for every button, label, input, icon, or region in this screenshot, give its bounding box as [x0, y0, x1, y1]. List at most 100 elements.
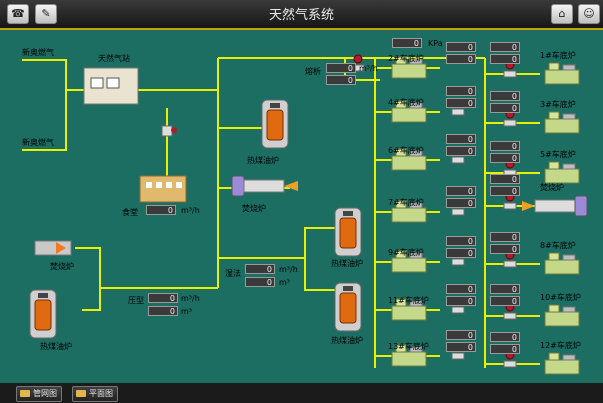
user-icon[interactable]: ☺	[578, 4, 600, 24]
title-bar: ☎ ✎ 天然气系统 ⌂ ☺	[0, 0, 603, 30]
flow-unit: m³/h	[181, 294, 200, 303]
furnace-value: 0	[446, 186, 476, 196]
meter-top-label: 熔析	[305, 67, 321, 76]
car-furnace-icon	[391, 200, 427, 223]
car-furnace-icon	[391, 298, 427, 321]
boiler-2	[334, 282, 362, 332]
incinerator-middle	[231, 175, 298, 197]
furnace-label: 2#车底炉	[388, 54, 424, 63]
plan-view-button[interactable]: 平面图	[72, 386, 118, 402]
furnace-label: 8#车底炉	[540, 241, 576, 250]
furnace-value: 0	[490, 42, 520, 52]
furnace-value: 0	[490, 54, 520, 64]
furnace-label: 7#车底炉	[388, 198, 424, 207]
furnace-value: 0	[490, 232, 520, 242]
furnace-value: 0	[446, 284, 476, 294]
boiler-mid-label: 热煤油炉	[331, 259, 363, 268]
volume-unit: m³	[279, 278, 290, 287]
pipe-network-label: 管网图	[33, 389, 57, 398]
wet-volume-value: 0	[245, 277, 275, 287]
gas-station-building	[83, 67, 139, 105]
pipe-press	[75, 247, 218, 289]
furnace-label: 11#车底炉	[388, 296, 429, 305]
phone-icon[interactable]: ☎	[7, 4, 29, 24]
furnace-label: 焚烧炉	[540, 183, 564, 192]
car-furnace-icon	[544, 111, 580, 134]
furnace-label: 10#车底炉	[540, 293, 581, 302]
furnace-label: 9#车底炉	[388, 248, 424, 257]
station-label: 天然气站	[98, 54, 130, 63]
flow-unit: m³/h	[279, 265, 298, 274]
furnace-value: 0	[490, 174, 520, 184]
home-icon[interactable]: ⌂	[551, 4, 573, 24]
furnace-label: 1#车底炉	[540, 51, 576, 60]
pipe-network-button[interactable]: 管网图	[16, 386, 62, 402]
incinerator-right	[522, 195, 588, 217]
boiler-3	[29, 289, 57, 339]
canteen-building	[139, 175, 187, 203]
furnace-value: 0	[490, 284, 520, 294]
flow-unit: m³/h	[359, 64, 378, 73]
furnace-value: 0	[490, 91, 520, 101]
furnace-value: 0	[446, 134, 476, 144]
folder-icon	[76, 390, 86, 397]
page-title: 天然气系统	[268, 8, 334, 23]
furnace-label: 6#车底炉	[388, 146, 424, 155]
furnace-value: 0	[446, 236, 476, 246]
pipe-network-diagram	[22, 54, 588, 375]
press-flow-value: 0	[148, 293, 178, 303]
car-furnace-icon	[544, 252, 580, 275]
pipe-inlet-1	[22, 59, 84, 91]
furnace-value: 0	[446, 146, 476, 156]
furnace-value: 0	[490, 103, 520, 113]
car-furnace-icon	[391, 250, 427, 273]
furnace-label: 3#车底炉	[540, 100, 576, 109]
furnace-value: 0	[446, 42, 476, 52]
furnace-value: 0	[446, 248, 476, 258]
station-valve[interactable]	[161, 125, 177, 137]
press-volume-value: 0	[148, 306, 178, 316]
furnace-value: 0	[446, 342, 476, 352]
furnace-value: 0	[446, 198, 476, 208]
furnace-value: 0	[490, 186, 520, 196]
edit-icon[interactable]: ✎	[35, 4, 57, 24]
furnace-value: 0	[446, 330, 476, 340]
furnace-value: 0	[446, 54, 476, 64]
gas-inlet-label: 新奥燃气	[22, 138, 54, 147]
wet-label: 湿法	[225, 269, 241, 278]
furnace-value: 0	[490, 153, 520, 163]
pressure-value: 0	[392, 38, 422, 48]
car-furnace-icon	[544, 304, 580, 327]
furnace-value: 0	[446, 296, 476, 306]
pipe-wet-down	[304, 258, 335, 291]
incinerator-left-label: 焚烧炉	[50, 262, 74, 271]
furnace-value: 0	[446, 98, 476, 108]
pressure-unit: KPa	[428, 39, 443, 48]
boilers	[29, 99, 362, 339]
furnace-label: 12#车底炉	[540, 341, 581, 350]
furnace-value: 0	[490, 296, 520, 306]
incinerator-mid-label: 焚烧炉	[242, 204, 266, 213]
furnace-label: 4#车底炉	[388, 98, 424, 107]
meter-top-volume: 0	[326, 75, 356, 85]
incinerator-left	[34, 240, 72, 256]
car-furnace-icon	[391, 100, 427, 123]
flow-meter	[351, 54, 365, 72]
canteen-label: 食堂	[122, 208, 138, 217]
car-furnace-icon	[391, 344, 427, 367]
boiler-bottom-label: 热煤油炉	[331, 336, 363, 345]
furnace-value: 0	[490, 244, 520, 254]
pipe-boiler-left	[82, 288, 101, 311]
press-label: 压型	[128, 296, 144, 305]
gas-inlet-label: 新奥燃气	[22, 48, 54, 57]
pipe-inlet-2	[22, 90, 67, 151]
boiler-1	[334, 207, 362, 257]
boiler-top-label: 热煤油炉	[247, 156, 279, 165]
bottom-nav: 管网图 平面图	[0, 383, 603, 403]
pipe-wet	[218, 227, 335, 259]
furnace-value: 0	[490, 141, 520, 151]
furnace-value: 0	[446, 86, 476, 96]
furnace-value: 0	[490, 344, 520, 354]
car-furnace-icon	[544, 161, 580, 184]
